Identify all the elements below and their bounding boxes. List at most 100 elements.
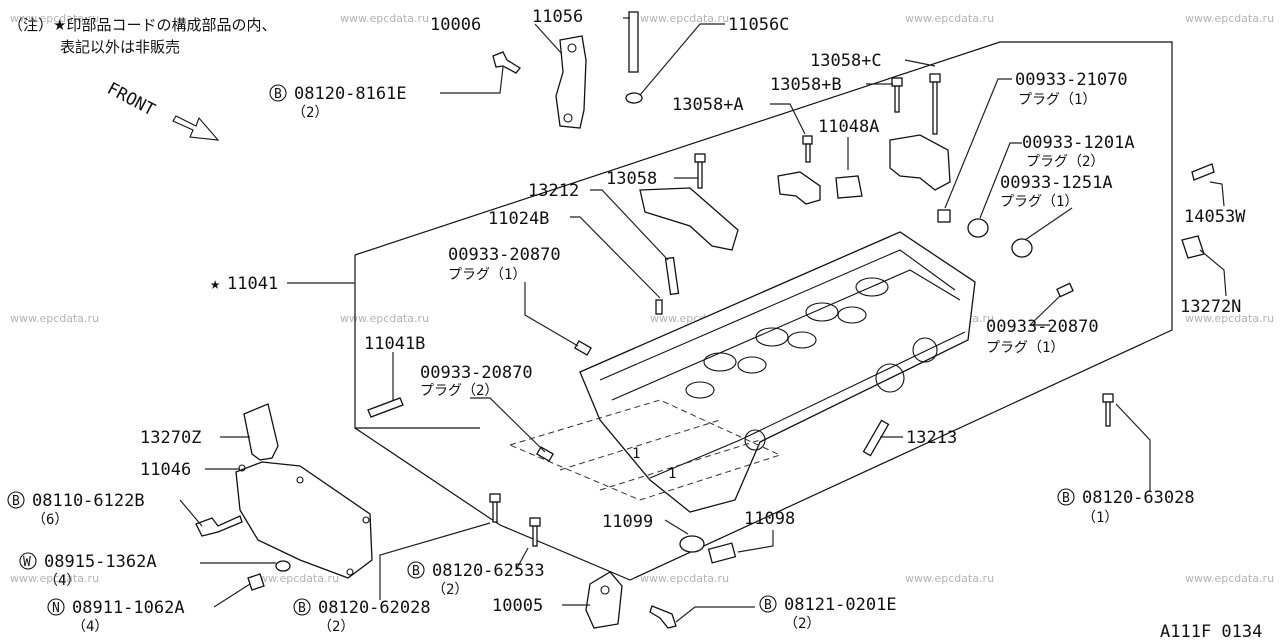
stud-11056 <box>625 11 643 104</box>
cam-cap-c <box>889 134 951 191</box>
callout-00933-20870-left[interactable]: 00933-20870 プラグ（2） <box>420 363 533 399</box>
callout-00933-20870-right[interactable]: 00933-20870 プラグ（1） <box>986 317 1099 356</box>
callout-11098[interactable]: 11098 <box>744 509 795 529</box>
callout-11056[interactable]: 11056 <box>532 7 583 27</box>
note-line-1: （注）★印部品コードの構成部品の内、 <box>8 16 276 34</box>
part-number: 08120-62533 <box>432 561 545 581</box>
cover-11046 <box>235 461 373 579</box>
star-marker: ★ <box>210 274 220 294</box>
bolt-08120-62533 <box>529 517 541 547</box>
nut-prefix-icon: N <box>52 601 60 616</box>
note-line-2: 表記以外は非販売 <box>60 38 180 56</box>
front-arrow-icon <box>172 115 220 141</box>
callout-08911-1062a[interactable]: N 08911-1062A （4） <box>47 598 185 635</box>
watermark-text: www.epcdata.ru <box>10 312 99 325</box>
part-number: 11041 <box>227 274 278 294</box>
callout-11024b[interactable]: 11024B <box>488 209 549 229</box>
part-description: プラグ（1） <box>1018 92 1096 108</box>
plugs <box>536 209 1074 462</box>
quantity: （2） <box>784 616 820 632</box>
callout-13212[interactable]: 13212 <box>528 181 579 201</box>
callout-08121-0201e[interactable]: B 08121-0201E （2） <box>759 595 897 632</box>
callout-00933-20870-top[interactable]: 00933-20870 プラグ（1） <box>448 245 561 283</box>
quantity: （2） <box>432 582 468 598</box>
bracket-10005 <box>585 571 623 629</box>
callout-13270z[interactable]: 13270Z <box>140 428 201 448</box>
quantity: （2） <box>292 105 328 121</box>
callout-08120-63028[interactable]: B 08120-63028 （1） <box>1057 488 1195 526</box>
bolt-prefix-icon: B <box>12 494 20 509</box>
washer-08915-1362a <box>275 560 291 572</box>
watermark-text: www.epcdata.ru <box>340 12 429 25</box>
bolt-08110-6122b <box>195 515 243 537</box>
quantity: （6） <box>32 512 68 528</box>
callout-11048a[interactable]: 11048A <box>818 117 879 137</box>
callout-13272n[interactable]: 13272N <box>1180 297 1241 317</box>
part-number: 08110-6122B <box>32 491 145 511</box>
part-number: 00933-20870 <box>448 245 561 265</box>
callout-13213[interactable]: 13213 <box>906 428 957 448</box>
callout-08915-1362a[interactable]: W 08915-1362A （4） <box>19 552 157 589</box>
callout-11041b[interactable]: 11041B <box>364 334 425 354</box>
callout-10006[interactable]: 10006 <box>430 15 481 35</box>
callout-08120-8161e[interactable]: B 08120-8161E （2） <box>269 84 407 121</box>
diagram-code: A111F 0134 <box>1160 622 1262 640</box>
watermark-text: www.epcdata.ru <box>250 572 339 585</box>
watermark-text: www.epcdata.ru <box>640 572 729 585</box>
bolt-13058a <box>802 135 813 163</box>
part-number: 00933-21070 <box>1015 70 1128 90</box>
front-direction-indicator: FRONT <box>104 79 220 141</box>
part-number: 08915-1362A <box>44 552 157 572</box>
label-13272n <box>1181 235 1205 259</box>
callout-13058c[interactable]: 13058+C <box>810 51 882 71</box>
bolt-13058b <box>891 77 903 113</box>
quantity: （4） <box>72 619 108 635</box>
nut-08911-1062a <box>247 573 265 591</box>
part-description: プラグ（2） <box>420 383 498 399</box>
watermark-text: www.epcdata.ru <box>1185 572 1274 585</box>
callout-11056c[interactable]: 11056C <box>728 15 789 35</box>
callout-13058b[interactable]: 13058+B <box>770 75 842 95</box>
dowel-pins <box>655 256 890 457</box>
watermark-text: www.epcdata.ru <box>905 572 994 585</box>
callout-08110-6122b[interactable]: B 08110-6122B （6） <box>7 491 145 528</box>
part-number: 08120-63028 <box>1082 488 1195 508</box>
callout-00933-1251a[interactable]: 00933-1251A プラグ（1） <box>1000 173 1113 210</box>
callout-00933-1201a[interactable]: 00933-1201A プラグ（2） <box>1022 133 1135 170</box>
callout-08120-62533[interactable]: B 08120-62533 （2） <box>407 561 545 598</box>
quantity: （4） <box>44 573 80 589</box>
callout-11099[interactable]: 11099 <box>602 512 653 532</box>
callout-13058[interactable]: 13058 <box>606 169 657 189</box>
callout-11041[interactable]: ★ 11041 <box>210 274 278 294</box>
bolt-08120-62028 <box>489 493 501 523</box>
part-number: 00933-1251A <box>1000 173 1113 193</box>
watermark-text: www.epcdata.ru <box>10 572 99 585</box>
part-number: 08911-1062A <box>72 598 185 618</box>
stud-11041b <box>367 397 404 418</box>
bolt-prefix-icon: B <box>412 564 420 579</box>
part-number: 00933-20870 <box>986 317 1099 337</box>
callout-11046[interactable]: 11046 <box>140 460 191 480</box>
cylinder-head-11041: 1 1 <box>509 231 976 513</box>
bolt-14053w <box>1191 163 1215 181</box>
callout-10005[interactable]: 10005 <box>492 596 543 616</box>
callout-08120-62028[interactable]: B 08120-62028 （2） <box>293 598 431 635</box>
part-number: 08121-0201E <box>784 595 897 615</box>
callout-00933-21070[interactable]: 00933-21070 プラグ（1） <box>1015 70 1128 108</box>
watermark-text: www.epcdata.ru <box>1185 12 1274 25</box>
cam-bracket-13058 <box>639 187 739 251</box>
quantity: （2） <box>318 619 354 635</box>
callout-14053w[interactable]: 14053W <box>1184 207 1246 227</box>
part-number: 08120-62028 <box>318 598 431 618</box>
bolt-08120-8161e <box>492 51 521 74</box>
callout-13058a[interactable]: 13058+A <box>672 95 744 115</box>
watermark-text: www.epcdata.ru <box>640 12 729 25</box>
part-description: プラグ（1） <box>986 340 1064 356</box>
gasket-dashed-area: 1 1 <box>509 399 782 501</box>
part-description: プラグ（2） <box>1026 154 1104 170</box>
bolt-prefix-icon: B <box>274 87 282 102</box>
bolt-13058 <box>694 153 706 189</box>
callout-labels: 10006 11056 11056C B 08120-8161E （2） 130… <box>7 7 1246 635</box>
